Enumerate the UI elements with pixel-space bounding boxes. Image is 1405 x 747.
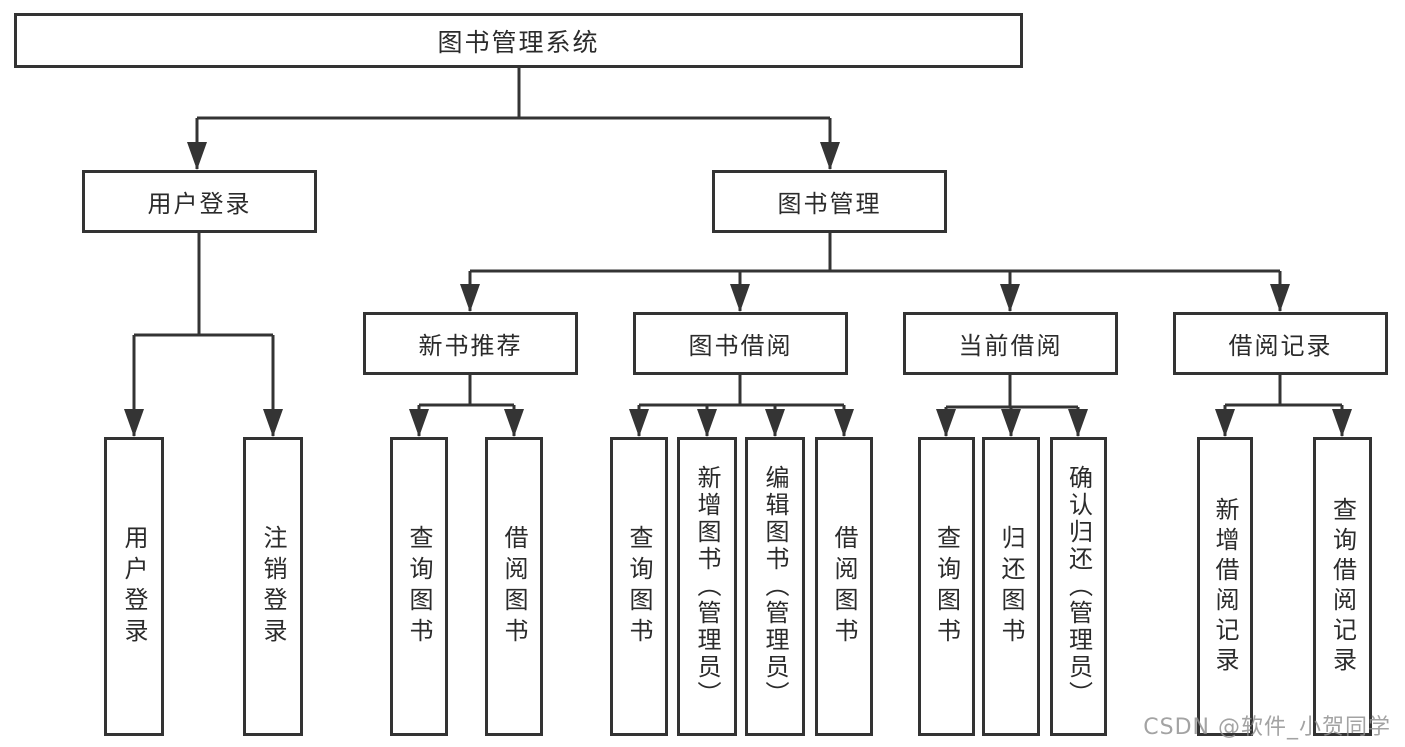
- node-label: 用户登录: [120, 524, 148, 649]
- leaf-recommend-query-book: 查询图书: [390, 437, 448, 736]
- leaf-borrow-add-book-admin: 新增图书（管理员）: [677, 437, 737, 736]
- node-library-management-system: 图书管理系统: [14, 13, 1023, 68]
- leaf-current-confirm-return-admin: 确认归还（管理员）: [1050, 437, 1107, 736]
- node-label: 查询借阅记录: [1328, 496, 1357, 677]
- leaf-current-return-book: 归还图书: [982, 437, 1040, 736]
- node-label: 注销登录: [259, 524, 287, 649]
- leaf-borrow-borrow-book: 借阅图书: [815, 437, 873, 736]
- node-label: 查询图书: [932, 524, 961, 649]
- node-label: 编辑图书（管理员）: [761, 465, 789, 708]
- node-label: 借阅图书: [500, 524, 528, 649]
- leaf-borrow-query-book: 查询图书: [610, 437, 668, 736]
- node-label: 新增图书（管理员）: [693, 465, 721, 708]
- leaf-recommend-borrow-book: 借阅图书: [485, 437, 543, 736]
- node-borrow-records: 借阅记录: [1173, 312, 1388, 375]
- node-current-borrow: 当前借阅: [903, 312, 1118, 375]
- node-label: 归还图书: [997, 524, 1025, 649]
- node-label: 图书管理系统: [437, 27, 600, 57]
- leaf-current-query-book: 查询图书: [918, 437, 975, 736]
- watermark: CSDN @软件_小贺同学: [1143, 715, 1391, 740]
- leaf-user-login: 用户登录: [104, 437, 164, 736]
- node-label: 借阅记录: [1228, 332, 1333, 360]
- node-label: 确认归还（管理员）: [1064, 465, 1093, 708]
- leaf-logout: 注销登录: [243, 437, 303, 736]
- leaf-records-query-record: 查询借阅记录: [1313, 437, 1372, 736]
- node-label: 新增借阅记录: [1211, 496, 1239, 677]
- node-label: 借阅图书: [830, 524, 858, 649]
- node-label: 用户登录: [147, 190, 252, 218]
- leaf-records-add-record: 新增借阅记录: [1197, 437, 1253, 736]
- leaf-borrow-edit-book-admin: 编辑图书（管理员）: [745, 437, 805, 736]
- node-book-management: 图书管理: [712, 170, 947, 233]
- node-label: 查询图书: [405, 524, 433, 649]
- node-label: 查询图书: [625, 524, 653, 649]
- node-label: 图书管理: [777, 190, 882, 218]
- node-label: 当前借阅: [958, 332, 1063, 360]
- node-label: 图书借阅: [688, 332, 793, 360]
- node-user-login: 用户登录: [82, 170, 317, 233]
- node-book-borrow: 图书借阅: [633, 312, 848, 375]
- node-new-book-recommend: 新书推荐: [363, 312, 578, 375]
- node-label: 新书推荐: [418, 332, 523, 360]
